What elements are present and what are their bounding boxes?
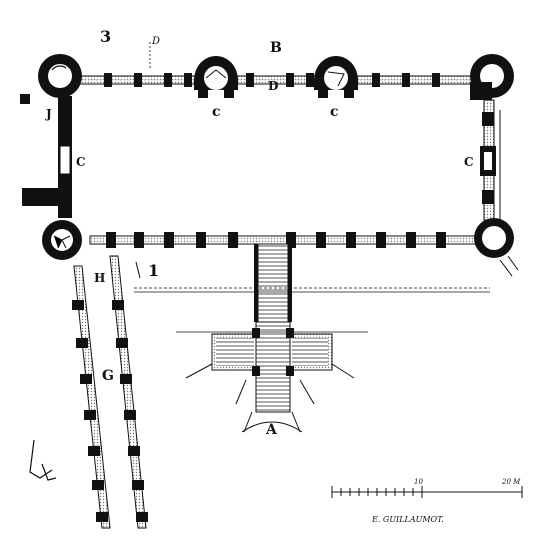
south-wall: [89, 235, 481, 245]
approach-wall-east: [109, 255, 148, 529]
tower-northwest: [38, 54, 82, 98]
tower-southwest: [42, 220, 82, 260]
tower-north-1: [194, 56, 238, 98]
label-c-tower2: c: [330, 104, 339, 120]
tower-northeast: [470, 54, 514, 100]
scale-label-mid: 10: [414, 478, 423, 486]
south-wall-buttresses: [106, 232, 446, 248]
label-A: A: [265, 422, 278, 438]
tower-north-2: [314, 56, 358, 98]
signature: E. GUILLAUMOT.: [371, 515, 444, 524]
tower-southeast: [474, 218, 514, 258]
approach-wall-west: [72, 265, 111, 529]
terrace-line: [134, 287, 490, 333]
orientation-mark-icon: [29, 439, 57, 481]
gatehouse-stair: [254, 243, 292, 323]
label-C-left: C: [76, 155, 86, 169]
scale-label-end: 20 M: [501, 478, 521, 486]
label-D: D: [268, 79, 278, 93]
label-c-tower1: c: [212, 104, 221, 120]
label-B: B: [270, 40, 282, 56]
scale-bar: [331, 486, 523, 498]
label-H: H: [94, 271, 105, 285]
east-wall: [480, 99, 519, 277]
north-wall-buttresses: [104, 73, 440, 87]
gatehouse-cross: [185, 321, 355, 433]
label-1: 1: [148, 261, 159, 280]
west-wall: [20, 94, 72, 218]
section-mark-left: [135, 261, 141, 279]
label-top-mark: D: [151, 36, 160, 47]
label-C-right: C: [464, 155, 474, 169]
label-3: 3: [100, 27, 111, 46]
label-J: J: [45, 107, 52, 121]
label-G: G: [102, 368, 114, 384]
